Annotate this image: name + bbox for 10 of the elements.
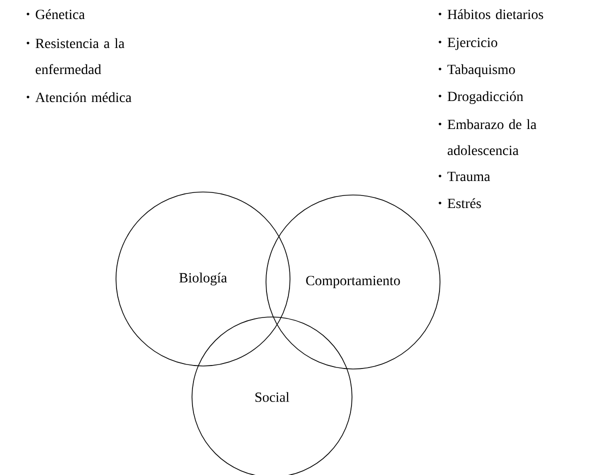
list-item: Ejercicio <box>438 38 498 50</box>
list-item: Estrés <box>438 198 481 208</box>
list-item: Embarazo de la adolescencia <box>438 119 536 156</box>
list-item: Resistencia a la enfermedad <box>26 38 124 74</box>
list-item: Trauma <box>438 172 490 182</box>
list-item: Hábitos dietarios <box>438 9 544 20</box>
list-item: Atención médica <box>26 92 132 102</box>
list-item: Tabaquismo <box>438 64 515 77</box>
list-item: Drogadicción <box>438 91 524 104</box>
list-item: Génetica <box>26 9 85 20</box>
